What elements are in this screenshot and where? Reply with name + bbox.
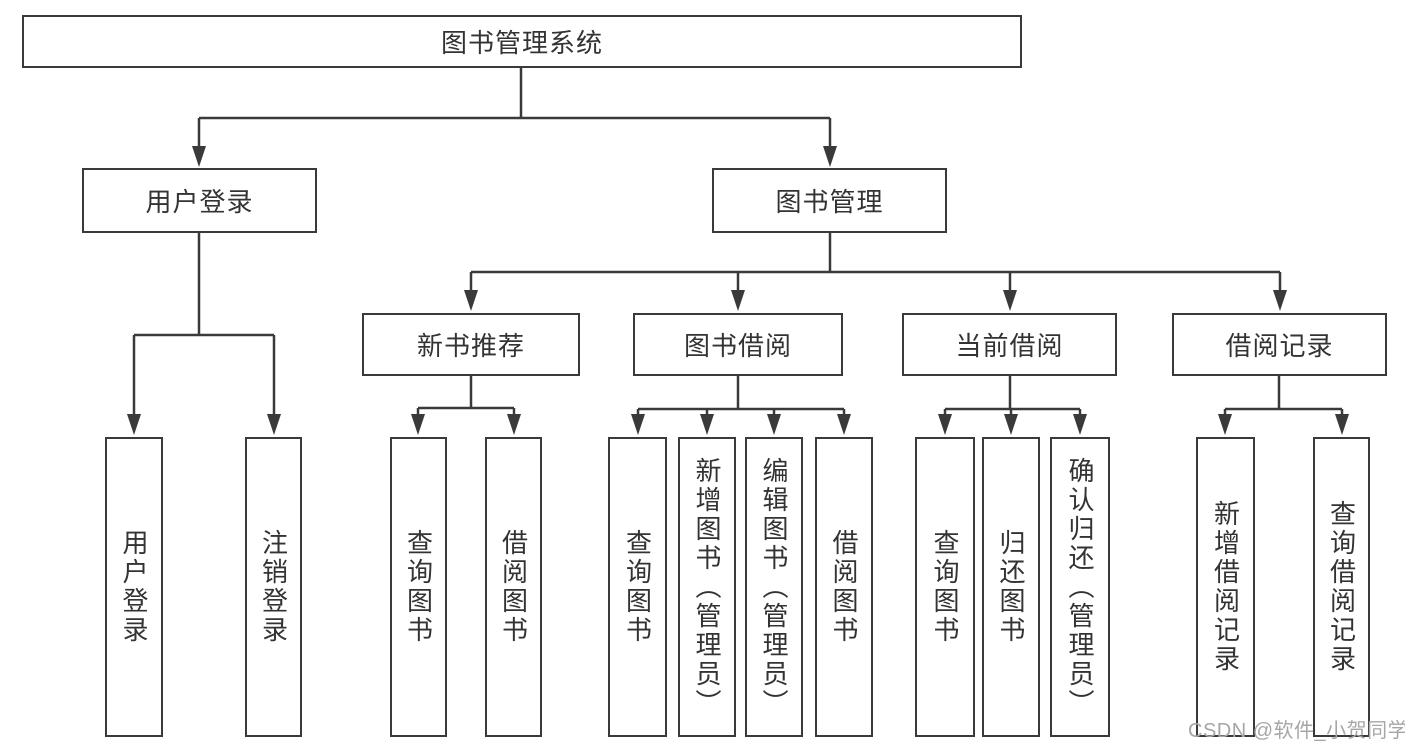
leaf-return-books: 归还图书 xyxy=(982,437,1040,737)
leaf-borrow-books-recommend: 借阅图书 xyxy=(485,437,542,737)
leaf-query-books-borrowing: 查询图书 xyxy=(608,437,667,737)
node-library-system: 图书管理系统 xyxy=(22,15,1022,68)
leaf-confirm-return-admin: 确认归还（管理员） xyxy=(1050,437,1110,737)
leaf-borrow-books: 借阅图书 xyxy=(815,437,873,737)
leaf-user-login: 用户登录 xyxy=(105,437,163,737)
node-user-login: 用户登录 xyxy=(82,168,317,233)
node-borrowing-records: 借阅记录 xyxy=(1172,313,1387,376)
csdn-watermark: CSDN @软件_小贺同学 xyxy=(1188,720,1405,742)
arrowheads xyxy=(127,146,1349,435)
node-current-borrowing: 当前借阅 xyxy=(902,313,1117,376)
node-book-borrowing: 图书借阅 xyxy=(633,313,843,376)
leaf-add-borrow-record: 新增借阅记录 xyxy=(1196,437,1255,737)
leaf-query-books-recommend: 查询图书 xyxy=(390,437,447,737)
node-book-management: 图书管理 xyxy=(712,168,947,233)
leaf-query-borrow-record: 查询借阅记录 xyxy=(1313,437,1370,737)
node-new-book-recommend: 新书推荐 xyxy=(362,313,580,376)
leaf-add-books-admin: 新增图书（管理员） xyxy=(678,437,736,737)
leaf-edit-books-admin: 编辑图书（管理员） xyxy=(745,437,803,737)
leaf-logout: 注销登录 xyxy=(245,437,302,737)
leaf-query-books-current: 查询图书 xyxy=(915,437,975,737)
